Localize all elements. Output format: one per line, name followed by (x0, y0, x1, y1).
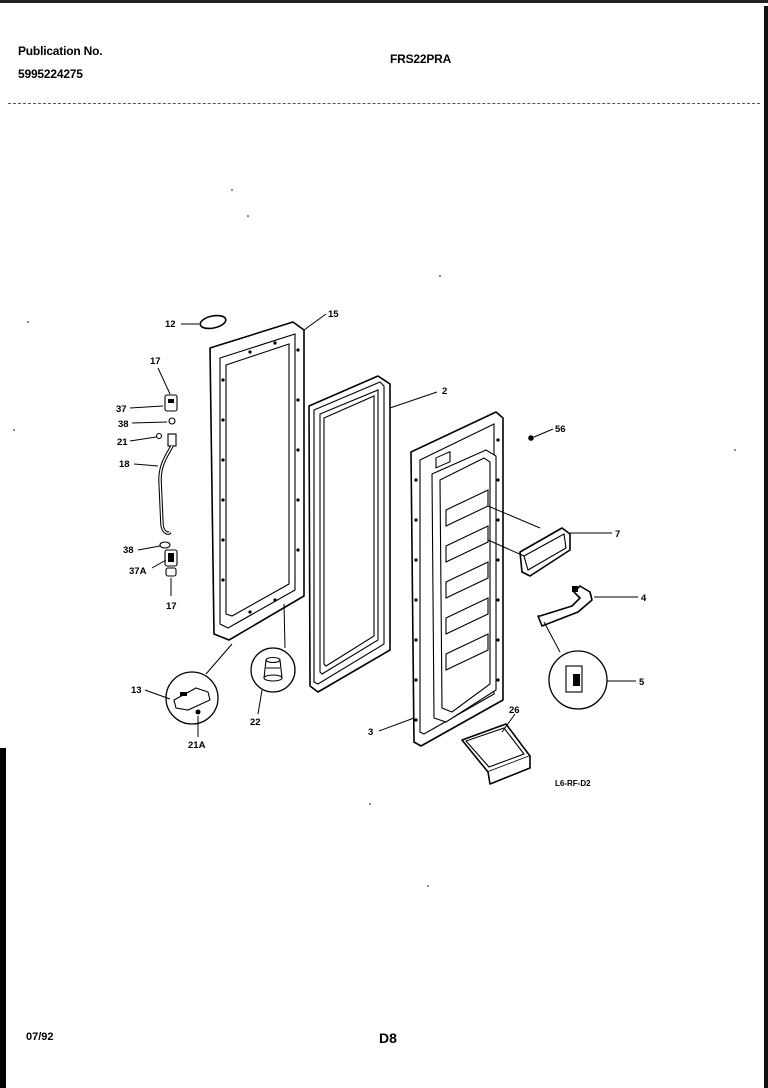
publication-number: 5995224275 (18, 67, 83, 81)
scan-edge-left (0, 748, 6, 1088)
callout-7: 7 (615, 529, 620, 540)
part-7-shelf-rail (487, 505, 612, 577)
part-56-screw (528, 428, 554, 441)
callout-22: 22 (250, 717, 261, 728)
footer-date: 07/92 (26, 1031, 54, 1043)
header-divider (8, 103, 760, 104)
callout-37: 37 (116, 404, 127, 415)
lower-hinge-assembly (137, 541, 178, 596)
upper-hinge-assembly (129, 367, 178, 447)
publication-label: Publication No. (18, 44, 103, 58)
callout-12: 12 (165, 319, 176, 330)
callout-4: 4 (641, 593, 647, 604)
footer-page: D8 (379, 1030, 397, 1046)
part-13-hinge-detail (144, 643, 233, 737)
callout-17-lower: 17 (166, 601, 177, 612)
part-26-door-bin (461, 713, 531, 785)
callout-3: 3 (368, 727, 373, 738)
callout-5: 5 (639, 677, 645, 688)
model-number: FRS22PRA (390, 52, 452, 66)
callout-2: 2 (442, 386, 447, 397)
part-5-clip-detail (543, 621, 636, 710)
callout-13: 13 (131, 685, 142, 696)
callout-38-upper: 38 (118, 419, 129, 430)
part-18-handle-rod (133, 445, 174, 535)
scan-specks (13, 189, 736, 887)
callout-56: 56 (555, 424, 566, 435)
part-12-plug (181, 314, 227, 330)
callout-21: 21 (117, 437, 128, 448)
part-4-shelf-bracket (537, 585, 638, 627)
callout-18: 18 (119, 459, 130, 470)
part-2-door-gasket (308, 375, 438, 693)
callout-17-upper: 17 (150, 356, 161, 367)
part-15-door-frame (209, 313, 327, 641)
scan-edge-right (764, 6, 768, 1088)
callout-37a: 37A (129, 566, 147, 577)
part-22-cap-detail (250, 603, 296, 715)
scan-edge-top (0, 0, 768, 3)
callout-15: 15 (328, 309, 339, 320)
callout-21a: 21A (188, 740, 206, 751)
part-3-inner-door-liner (378, 411, 504, 747)
diagram-code: L6-RF-D2 (555, 779, 591, 788)
callout-26: 26 (509, 705, 520, 716)
callout-38-lower: 38 (123, 545, 134, 556)
